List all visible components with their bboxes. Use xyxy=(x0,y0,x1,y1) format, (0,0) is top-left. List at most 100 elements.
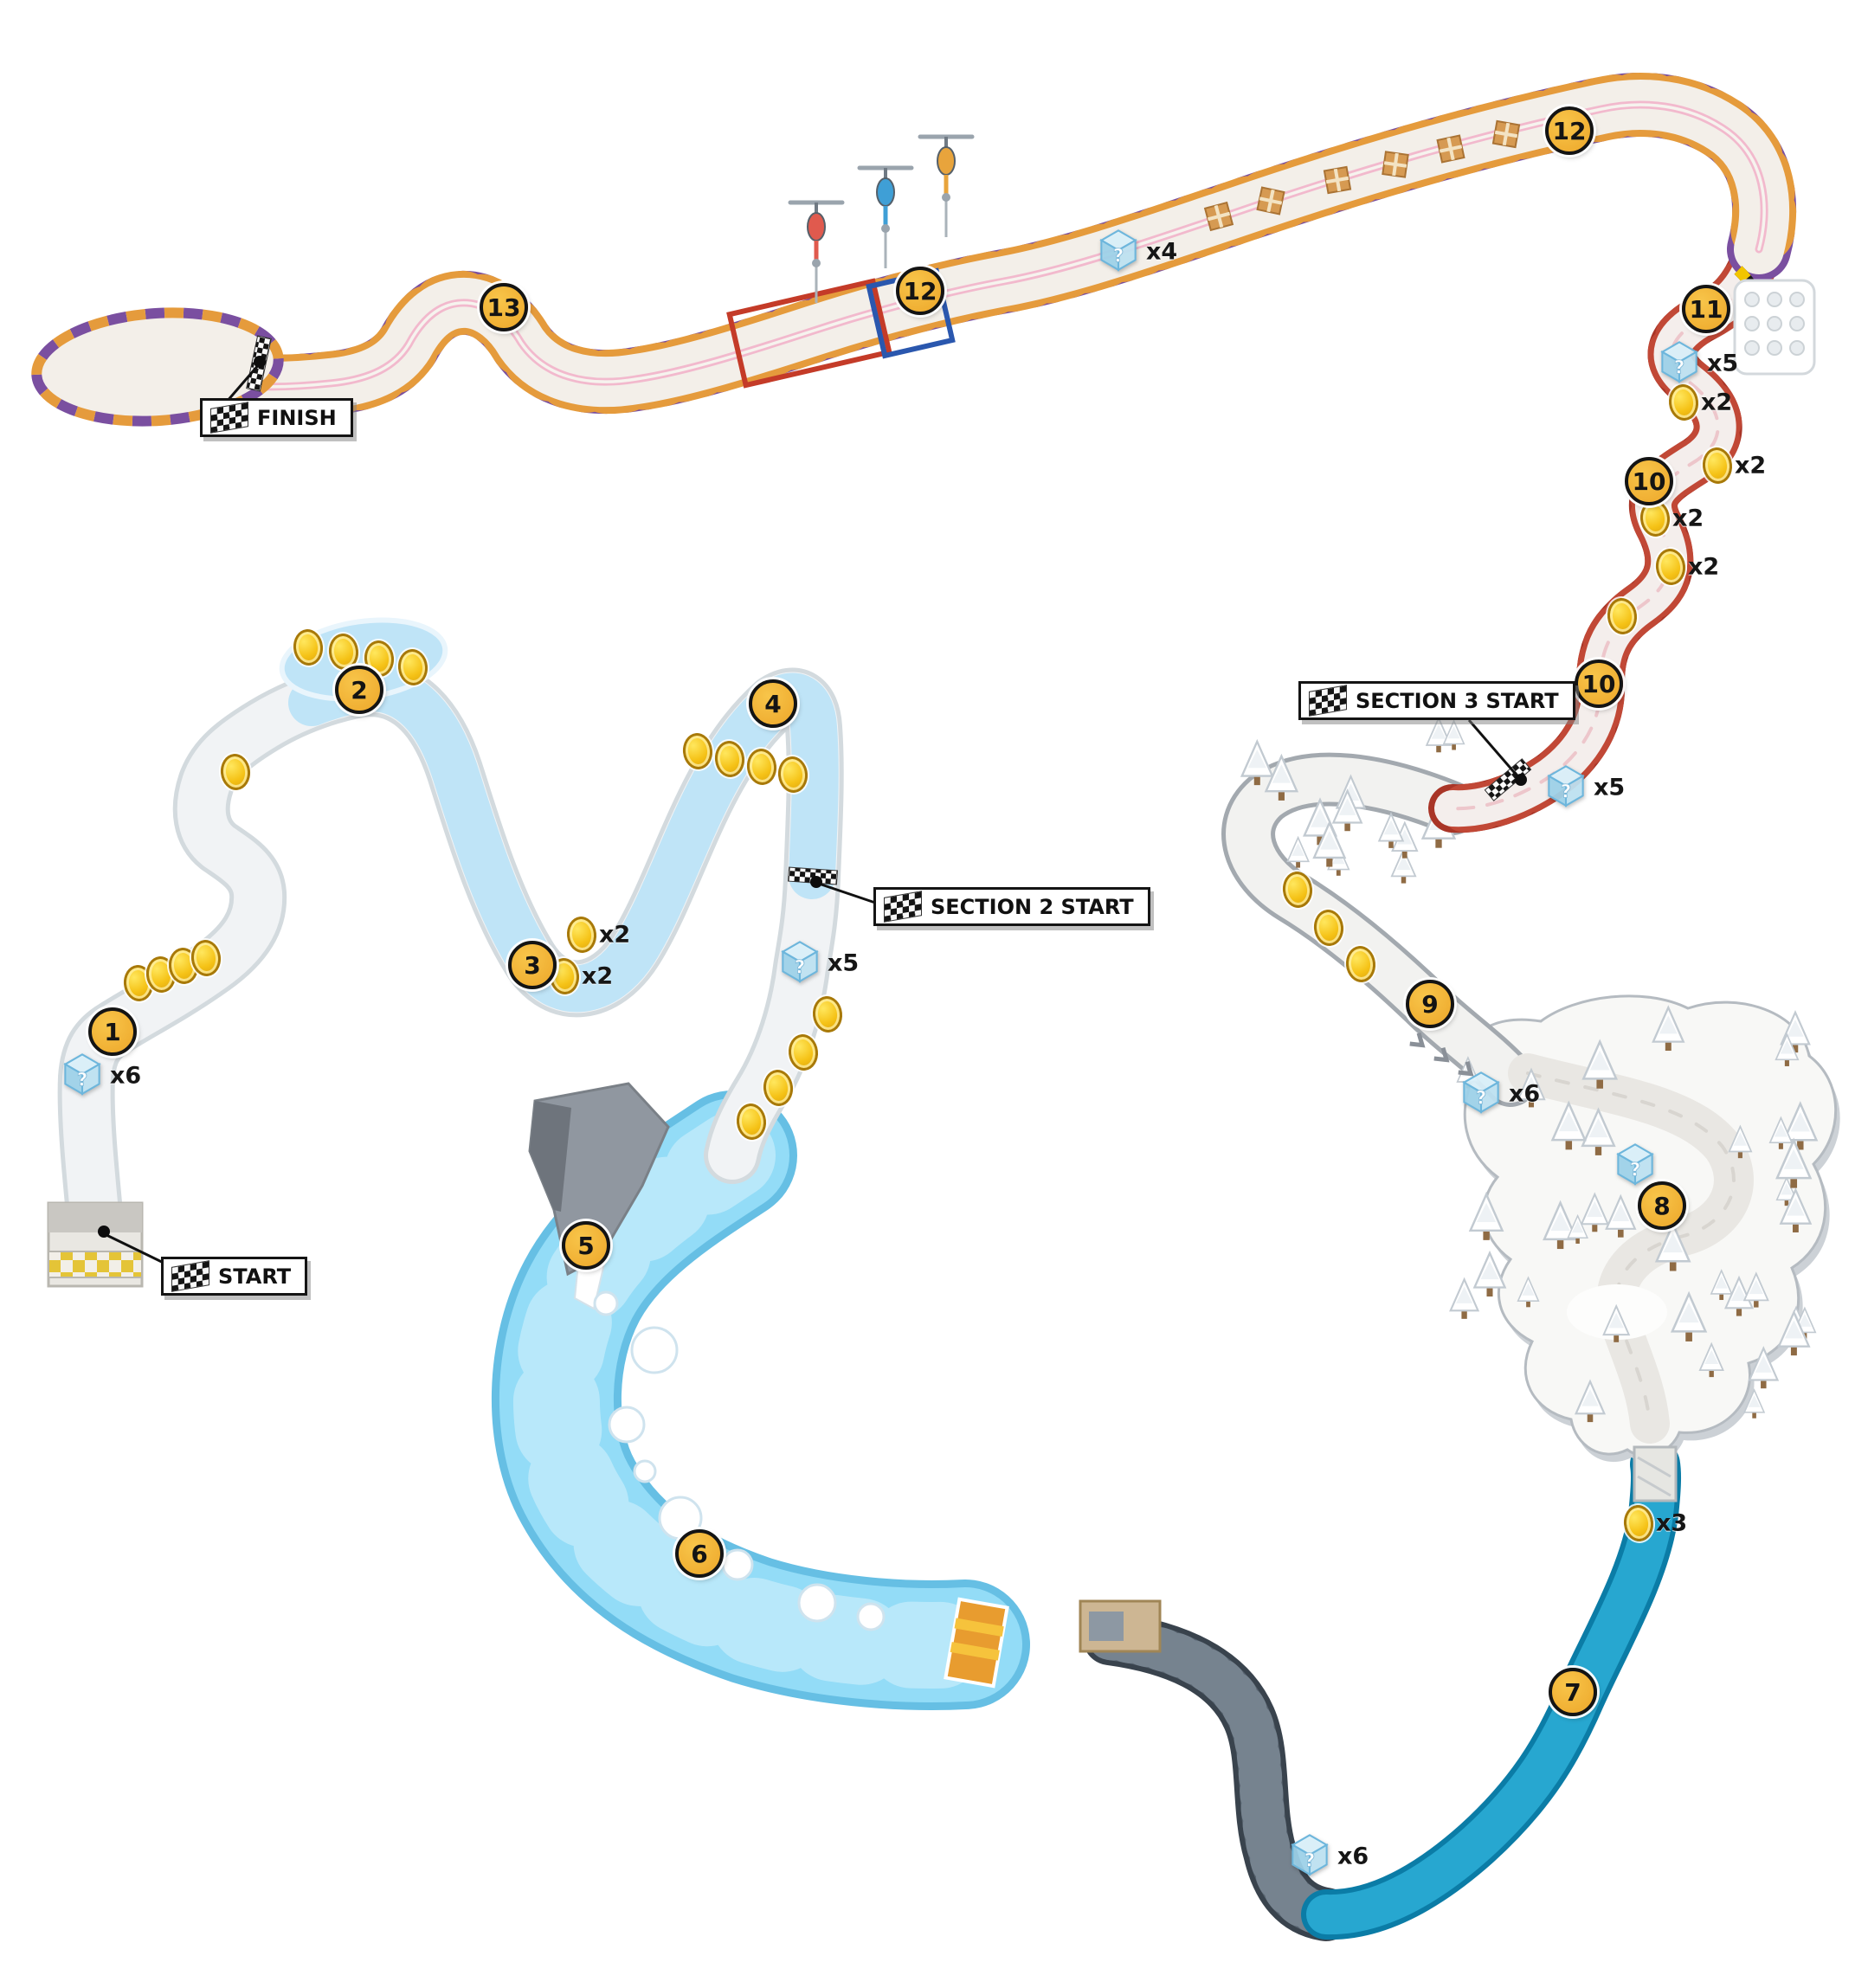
present-box-icon xyxy=(1382,151,1409,178)
coin-count-label: x2 xyxy=(599,921,631,949)
item-box-cube: ? xyxy=(63,1053,101,1096)
toy-helicopter-icon xyxy=(918,134,975,237)
coin-count-label: x2 xyxy=(582,962,614,990)
cliff-slide-shadow xyxy=(530,1101,571,1212)
track-road-segment xyxy=(168,103,1766,389)
track-road-segment xyxy=(288,665,839,1013)
pine-tree-icon xyxy=(1775,1176,1798,1206)
pine-tree-icon xyxy=(1748,1346,1780,1389)
track-point-dot xyxy=(810,876,822,888)
pine-tree-icon xyxy=(1468,1191,1504,1240)
flag-leader-lines xyxy=(98,356,1527,1267)
pine-tree-icon xyxy=(1425,716,1453,753)
checkpoint-marker: 5 xyxy=(562,1221,610,1270)
pine-tree-icon xyxy=(1728,1124,1753,1159)
checkpoint-marker: 2 xyxy=(335,666,383,714)
pine-tree-icon xyxy=(1782,1101,1819,1150)
coin-count-label: x2 xyxy=(1701,389,1733,416)
pine-tree-icon xyxy=(1652,1005,1685,1052)
item-box-icon: ? xyxy=(1652,333,1706,390)
flag-label: FINISH xyxy=(200,398,353,437)
toy-helicopter-icon xyxy=(788,200,845,303)
checkered-flag-icon xyxy=(884,891,922,923)
flag-text: SECTION 3 START xyxy=(1356,688,1559,713)
pine-tree-icon xyxy=(1742,1271,1769,1308)
item-box-icon: ? xyxy=(1092,222,1145,279)
track-road-segment xyxy=(1306,1444,1677,1935)
pine-tree-icon xyxy=(1768,1116,1794,1149)
pine-tree-icon xyxy=(1390,847,1417,884)
checkpoint-marker: 8 xyxy=(1638,1181,1686,1230)
checkered-flag-icon xyxy=(1309,685,1347,717)
item-box-icon: ? xyxy=(773,933,827,990)
svg-text:?: ? xyxy=(1561,782,1572,803)
bridge-column xyxy=(1633,1445,1678,1502)
item-box-count-label: x6 xyxy=(1509,1080,1541,1108)
garage-building xyxy=(1079,1599,1162,1653)
item-box-icon: ? xyxy=(1608,1136,1662,1193)
svg-text:?: ? xyxy=(1630,1160,1641,1181)
item-box-count-label: x5 xyxy=(828,949,860,977)
pine-tree-icon xyxy=(1331,788,1363,832)
checkpoint-marker: 4 xyxy=(749,679,797,728)
checkpoint-marker: 10 xyxy=(1575,659,1623,708)
ice-floes xyxy=(593,1290,886,1631)
track-road-segment xyxy=(513,1112,1008,1689)
pine-tree-icon xyxy=(1377,812,1405,848)
item-box-icon: ? xyxy=(1539,757,1593,814)
item-box-count-label: x6 xyxy=(110,1062,142,1090)
track-point-dot xyxy=(254,356,266,368)
present-box-icon xyxy=(1256,186,1285,216)
pine-tree-icon xyxy=(1286,835,1310,868)
track-road-segment xyxy=(499,1098,1022,1702)
forest-trail xyxy=(1508,1053,1754,1444)
track-point-dot xyxy=(1515,774,1527,786)
pine-tree-icon xyxy=(1581,1039,1619,1089)
pine-tree-icon xyxy=(1264,753,1299,801)
toy-road-section xyxy=(138,72,1797,419)
svg-text:?: ? xyxy=(1476,1088,1487,1110)
svg-text:?: ? xyxy=(795,957,806,979)
item-box-cube: ? xyxy=(1099,229,1137,272)
checkpoint-marker: 9 xyxy=(1406,980,1454,1028)
item-box-cube: ? xyxy=(1660,341,1698,383)
checkered-flag-icon xyxy=(210,402,248,434)
checkpoint-marker: 3 xyxy=(508,941,557,989)
item-box-count-label: x4 xyxy=(1146,238,1178,266)
pine-trees xyxy=(1240,716,1819,1423)
pine-tree-icon xyxy=(1574,1379,1607,1423)
flag-text: SECTION 2 START xyxy=(931,894,1134,919)
coin-count-label: x2 xyxy=(1688,553,1720,581)
present-box-icon xyxy=(1436,134,1465,164)
present-boxes xyxy=(1203,119,1521,232)
coin-count-label: x2 xyxy=(1672,505,1704,532)
toy-helicopter-icon xyxy=(857,165,914,268)
boost-ramp xyxy=(944,1597,1009,1689)
pine-tree-icon xyxy=(1517,1276,1540,1308)
checkpoint-marker: 12 xyxy=(1545,106,1594,155)
present-box-icon xyxy=(1491,119,1521,149)
section3-line-strip xyxy=(1484,758,1532,801)
item-box-icon: ? xyxy=(1454,1064,1508,1121)
item-box-cube: ? xyxy=(1462,1071,1500,1114)
item-box-cube: ? xyxy=(1547,765,1585,807)
red-railing xyxy=(726,278,892,389)
checkpoint-marker: 1 xyxy=(88,1007,137,1056)
present-box-icon xyxy=(1203,201,1234,232)
pine-tree-icon xyxy=(1240,738,1274,786)
item-box-count-label: x5 xyxy=(1707,350,1739,377)
pine-tree-icon xyxy=(1581,1107,1616,1155)
leader-line xyxy=(818,882,879,905)
pine-tree-icon xyxy=(1777,1309,1811,1356)
flag-text: FINISH xyxy=(257,405,337,430)
track-road-segment xyxy=(1088,1617,1348,1936)
svg-text:?: ? xyxy=(1674,357,1685,379)
pine-tree-icon xyxy=(1602,1303,1631,1342)
svg-text:?: ? xyxy=(77,1070,88,1091)
pine-tree-icon xyxy=(1775,1137,1813,1188)
coin-count-label: x2 xyxy=(1735,452,1767,479)
pine-tree-icon xyxy=(1670,1290,1708,1341)
present-box-icon xyxy=(1323,165,1352,195)
